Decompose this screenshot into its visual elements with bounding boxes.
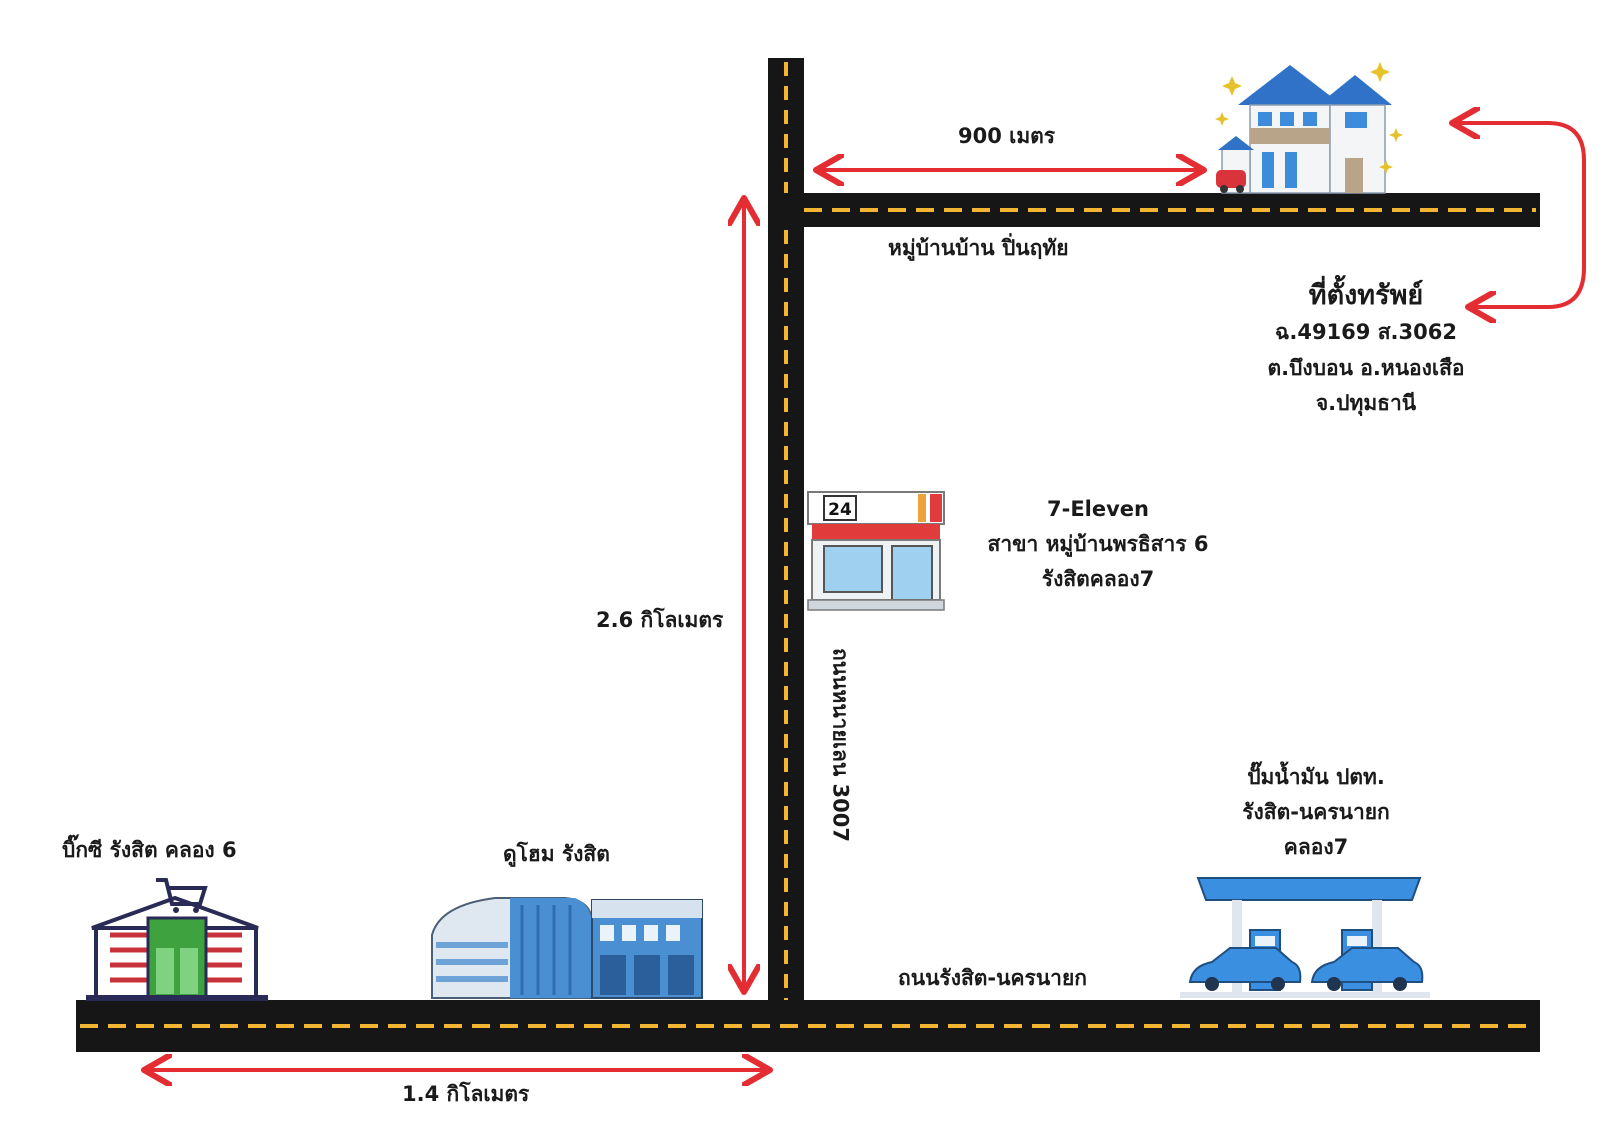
property-pointer-arrow [1456,123,1586,307]
seven-eleven-area: รังสิตคลอง7 [1041,567,1155,592]
road-village [768,193,1540,227]
property-district: ต.บึงบอน อ.หนองเสือ [1267,355,1465,380]
seven-eleven-name: 7-Eleven [1047,497,1149,521]
gas-station-road: รังสิต-นครนายก [1242,800,1390,825]
gas-station-name: ปั๊มน้ำมัน ปตท. [1247,765,1385,789]
property-info: ที่ตั้งทรัพย์ ฉ.49169 ส.3062 ต.บึงบอน อ.… [1240,280,1492,416]
property-deed: ฉ.49169 ส.3062 [1275,320,1457,345]
distance-label-900m: 900 เมตร [958,124,1056,148]
convenience-store-icon: 24 [807,491,945,611]
distance-label-2-6km: 2.6 กิโลเมตร [596,608,724,632]
distance-label-1-4km: 1.4 กิโลเมตร [402,1082,530,1106]
seven-eleven-info: 7-Eleven สาขา หมู่บ้านพรธิสาร 6 รังสิตคล… [960,497,1236,593]
seven-eleven-branch: สาขา หมู่บ้านพรธิสาร 6 [987,532,1209,557]
gas-station-info: ปั๊มน้ำมัน ปตท. รังสิต-นครนายก คลอง7 [1196,765,1436,861]
main-road-label: ถนนรังสิต-นครนายก [898,966,1087,990]
house-icon [1215,62,1403,194]
village-road-label: หมู่บ้านบ้าน ปิ่นฤทัย [888,236,1069,260]
dohome-label: ดูโฮม รังสิต [503,842,610,866]
property-title: ที่ตั้งทรัพย์ [1308,280,1424,311]
bigc-label: บิ๊กซี รังสิต คลอง 6 [62,838,237,862]
supermarket-icon [86,878,268,1001]
store-building-icon [431,897,703,999]
gas-station-area: คลอง7 [1283,835,1349,860]
gas-station-icon [1180,877,1430,998]
vertical-road-label: ถนนหนายเลน 3007 [828,648,853,842]
store-sign-24: 24 [828,500,852,520]
property-province: จ.ปทุมธานี [1315,390,1417,415]
road-main [76,1000,1540,1052]
